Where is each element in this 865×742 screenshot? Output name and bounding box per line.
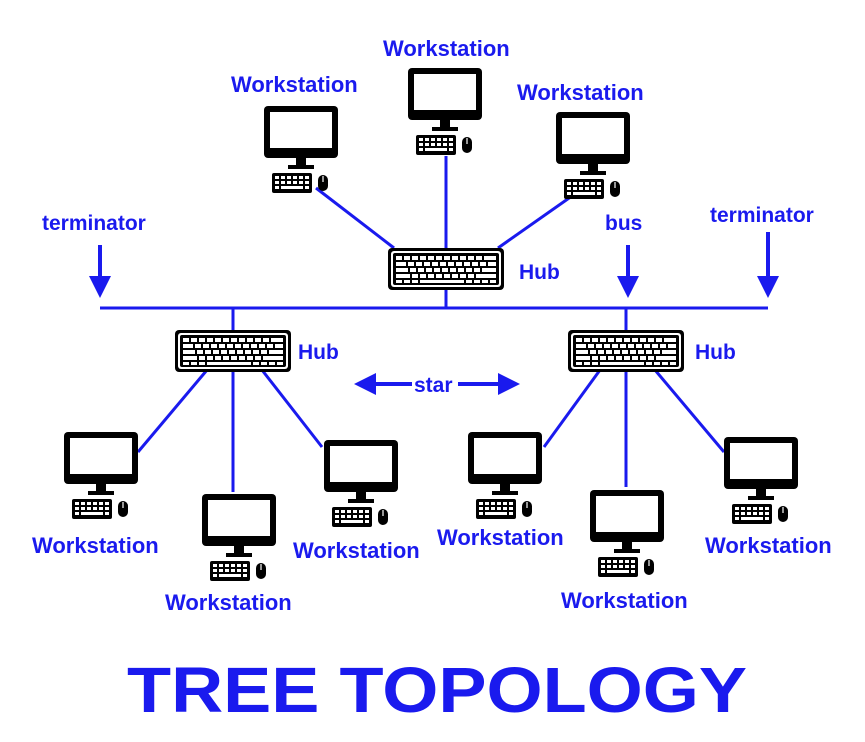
page-title: TREE TOPOLOGY	[127, 654, 747, 726]
label-ws-right-2: Workstation	[561, 588, 688, 613]
hub-right-icon	[568, 330, 684, 372]
star-arrow-left-icon	[354, 373, 412, 395]
ws-top-left-icon	[263, 105, 339, 194]
link-top-hub-ws-right	[497, 194, 573, 250]
ws-left-1-icon	[63, 431, 139, 520]
label-ws-right-1: Workstation	[437, 525, 564, 550]
hub-top-icon	[388, 248, 504, 290]
ws-right-2-icon	[589, 489, 665, 578]
label-hub-top: Hub	[519, 261, 560, 284]
label-ws-top-right: Workstation	[517, 80, 644, 105]
label-ws-right-3: Workstation	[705, 533, 832, 558]
label-ws-top-center: Workstation	[383, 36, 510, 61]
label-ws-left-1: Workstation	[32, 533, 159, 558]
hub-left-icon	[175, 330, 291, 372]
link-hub-right-ws-1	[542, 369, 602, 448]
label-terminator-right: terminator	[710, 204, 814, 227]
link-hub-left-ws-1	[136, 369, 209, 453]
link-top-hub-ws-left	[315, 186, 395, 250]
ws-left-3-icon	[323, 439, 399, 528]
label-hub-left: Hub	[298, 341, 339, 364]
ws-top-center-icon	[407, 67, 483, 156]
label-hub-right: Hub	[695, 341, 736, 364]
terminator-left-arrow-icon	[89, 245, 111, 298]
ws-right-1-icon	[467, 431, 543, 520]
link-hub-left-ws-3	[260, 369, 324, 448]
label-ws-top-left: Workstation	[231, 72, 358, 97]
connections	[100, 156, 768, 492]
link-hub-right-ws-3	[653, 369, 726, 453]
bus-arrow-icon	[617, 245, 639, 298]
label-terminator-left: terminator	[42, 212, 146, 235]
label-ws-left-3: Workstation	[293, 538, 420, 563]
ws-top-right-icon	[555, 111, 631, 200]
arrows	[89, 232, 779, 395]
label-star: star	[414, 374, 453, 397]
ws-left-2-icon	[201, 493, 277, 582]
terminator-right-arrow-icon	[757, 232, 779, 298]
label-ws-left-2: Workstation	[165, 590, 292, 615]
star-arrow-right-icon	[458, 373, 520, 395]
ws-right-3-icon	[723, 436, 799, 525]
label-bus: bus	[605, 212, 642, 235]
